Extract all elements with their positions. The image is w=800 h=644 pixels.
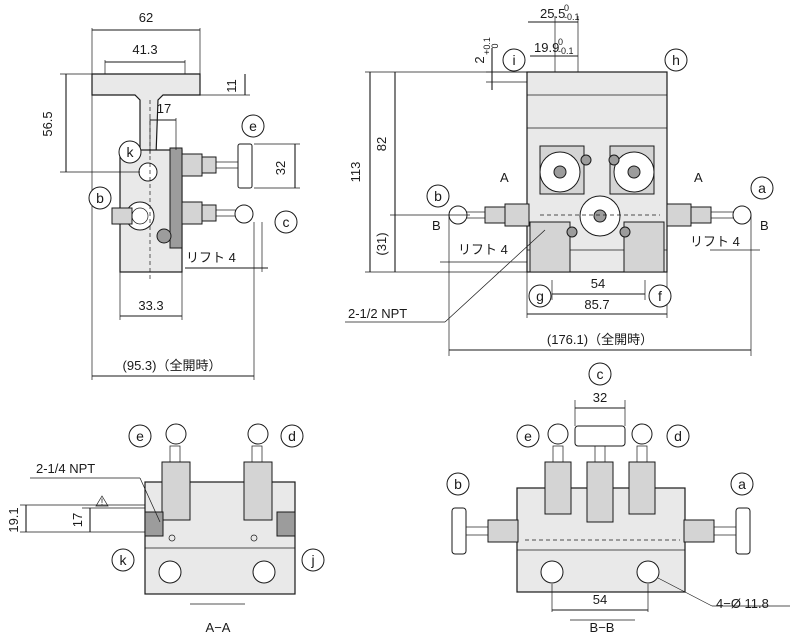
callout-j-aa: j [310,552,314,568]
dim-31: (31) [374,232,389,255]
callout-c-side: c [283,214,290,230]
warning-mark: ! [101,497,104,507]
dim-17-aa: 17 [70,513,85,527]
dim-85-7: 85.7 [584,297,609,312]
dim-113: 113 [348,162,363,183]
callout-d-aa: d [288,428,296,444]
callout-a-bb: a [738,476,746,492]
tol-25-5-hi: 0 [564,3,569,13]
callout-c-bb: c [597,366,604,382]
callouts: e k b c i h b a g f e d k j c e d b [88,48,774,572]
label-holes: 4−Ø 11.8 [716,596,769,611]
dim-25-5: 25.5 [540,6,565,21]
dim-lift-side: リフト 4 [186,250,236,265]
dim-19-9: 19.9 [534,40,559,55]
section-a-upper: A [500,170,509,185]
callout-e-side: e [249,118,257,134]
callout-f: f [658,288,662,304]
callout-h: h [672,52,680,68]
callout-k-side: k [127,144,135,160]
side-view [60,28,300,380]
dim-lift-mid-left: リフト 4 [458,242,508,257]
callout-d-bb: d [674,428,682,444]
dim-32-bb: 32 [593,390,607,405]
tol-19-9-lo: -0.1 [558,46,574,56]
callout-b-side: b [96,190,104,206]
view-label-bb: B−B [590,620,615,635]
dim-41-3: 41.3 [132,42,157,57]
section-b-lower: B [760,218,769,233]
dim-33-3: 33.3 [138,298,163,313]
section-bb [451,400,790,621]
callout-b-front: b [434,188,442,204]
dim-82: 82 [374,137,389,151]
tol-19-9-hi: 0 [558,37,563,47]
callout-a-front: a [758,180,766,196]
dim-19-1: 19.1 [6,507,21,532]
dim-176-1: (176.1)（全開時） [547,332,653,347]
label-npt-half: 2-1/2 NPT [348,306,407,321]
section-aa [20,423,296,605]
dim-11: 11 [224,79,239,93]
dim-lift-mid-right: リフト 4 [690,234,740,249]
warning-icon: ! [95,495,109,507]
callout-g: g [536,288,544,304]
callout-i: i [512,52,515,68]
callout-k-aa: k [120,552,128,568]
dim-95-3: (95.3)（全開時） [123,358,222,373]
callout-e-aa: e [136,428,144,444]
tol-2-hi: +0.1 [482,37,492,55]
dim-54-bb: 54 [593,592,607,607]
section-marks: A A B B [432,170,769,233]
front-view [345,16,760,356]
view-label-aa: A−A [206,620,231,635]
tol-2-lo: 0 [490,43,500,48]
dimension-labels: 62 41.3 56.5 11 17 32 リフト 4 33.3 (95.3)（… [6,3,769,611]
callout-e-bb: e [524,428,532,444]
dim-56-5: 56.5 [40,111,55,136]
callout-b-bb: b [454,476,462,492]
dim-62: 62 [139,10,153,25]
dim-54-top: 54 [591,276,605,291]
section-b-upper: B [432,218,441,233]
label-npt-quarter: 2-1/4 NPT [36,461,95,476]
dim-32-side: 32 [273,161,288,175]
dim-2: 2 [472,56,487,63]
dim-17: 17 [157,101,171,116]
tol-25-5-lo: -0.1 [564,12,580,22]
section-a-lower: A [694,170,703,185]
